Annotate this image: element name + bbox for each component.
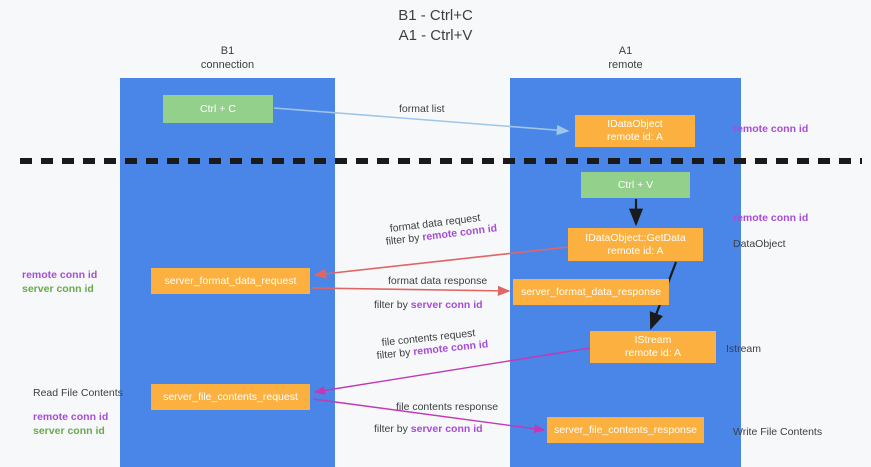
box-dataobject-remote-line1: IDataObject: [607, 118, 663, 130]
note-left-server-conn-id-2: server conn id: [33, 425, 105, 437]
label-format-data-response-filter: filter by server conn id: [374, 298, 483, 312]
box-istream-line2: remote id: A: [624, 347, 682, 359]
box-server-file-contents-response[interactable]: server_file_contents_response: [547, 417, 704, 443]
box-ctrl-c[interactable]: Ctrl + C: [163, 95, 273, 123]
title-line-1: B1 - Ctrl+C: [398, 7, 473, 24]
label-format-list: format list: [399, 103, 445, 115]
note-left-read-file-contents-group: Read File Contents remote conn id server…: [33, 386, 123, 438]
note-left-read-file-contents: Read File Contents: [33, 387, 123, 399]
note-left-server-conn-id: server conn id: [22, 283, 94, 295]
label-file-contents-request-filter-prefix: filter by: [376, 346, 414, 362]
label-file-contents-response-filter: filter by server conn id: [374, 422, 483, 436]
label-file-contents-response: file contents response: [396, 401, 499, 413]
box-server-format-data-request-label: server_format_data_request: [164, 274, 297, 287]
box-idataobject-getdata-line2: remote id: A: [607, 244, 664, 257]
box-idataobject-getdata-line1: IDataObject::GetData: [585, 231, 686, 244]
box-idataobject-getdata[interactable]: IDataObject::GetData remote id: A: [568, 228, 703, 261]
note-right-remote-conn-id-top: remote conn id: [733, 123, 809, 135]
box-ctrl-c-label: Ctrl + C: [200, 102, 236, 115]
lane-header-a1-role: remote: [608, 59, 643, 71]
box-istream-line1: IStream: [634, 334, 672, 346]
label-format-data-request-filter-prefix: filter by: [385, 231, 424, 248]
box-server-file-contents-response-label: server_file_contents_response: [553, 423, 697, 436]
box-server-format-data-request[interactable]: server_format_data_request: [151, 268, 310, 294]
note-right-dataobject: DataObject: [733, 238, 786, 250]
note-right-istream: Istream: [726, 343, 762, 355]
label-file-contents-response-filter-prefix: filter by: [374, 423, 411, 435]
note-left-remote-conn-id-2: remote conn id: [33, 411, 109, 423]
lane-header-a1: A1 remote: [510, 44, 741, 72]
label-format-data-response: format data response: [388, 275, 488, 287]
box-istream[interactable]: IStream remote id: A: [590, 331, 716, 363]
note-right-remote-conn-id-mid: remote conn id: [733, 212, 809, 224]
box-server-file-contents-request[interactable]: server_file_contents_request: [151, 384, 310, 410]
box-ctrl-v-label: Ctrl + V: [617, 178, 654, 191]
note-left-remote-conn-id: remote conn id: [22, 269, 98, 281]
lane-header-b1-name: B1: [220, 45, 235, 57]
note-right-write-file-contents: Write File Contents: [733, 426, 823, 438]
box-server-file-contents-request-label: server_file_contents_request: [163, 390, 298, 403]
box-server-format-data-response-label: server_format_data_response: [520, 285, 662, 298]
lane-header-b1: B1 connection: [120, 44, 335, 72]
page-title: B1 - Ctrl+C A1 - Ctrl+V: [0, 6, 871, 46]
lane-header-b1-role: connection: [200, 59, 255, 71]
note-left-conn-ids: remote conn id server conn id: [22, 268, 97, 296]
arrow-format-data-response: [311, 285, 511, 296]
title-line-2: A1 - Ctrl+V: [398, 27, 473, 44]
label-format-data-response-filter-key: server conn id: [410, 299, 483, 311]
lane-header-a1-name: A1: [618, 45, 633, 57]
box-dataobject-remote-line2: remote id: A: [606, 131, 664, 143]
box-server-format-data-response[interactable]: server_format_data_response: [513, 279, 669, 305]
box-dataobject-remote[interactable]: IDataObject remote id: A: [575, 115, 695, 147]
box-ctrl-v[interactable]: Ctrl + V: [581, 172, 690, 198]
label-file-contents-response-filter-key: server conn id: [410, 423, 483, 435]
label-format-data-response-filter-prefix: filter by: [374, 299, 411, 311]
